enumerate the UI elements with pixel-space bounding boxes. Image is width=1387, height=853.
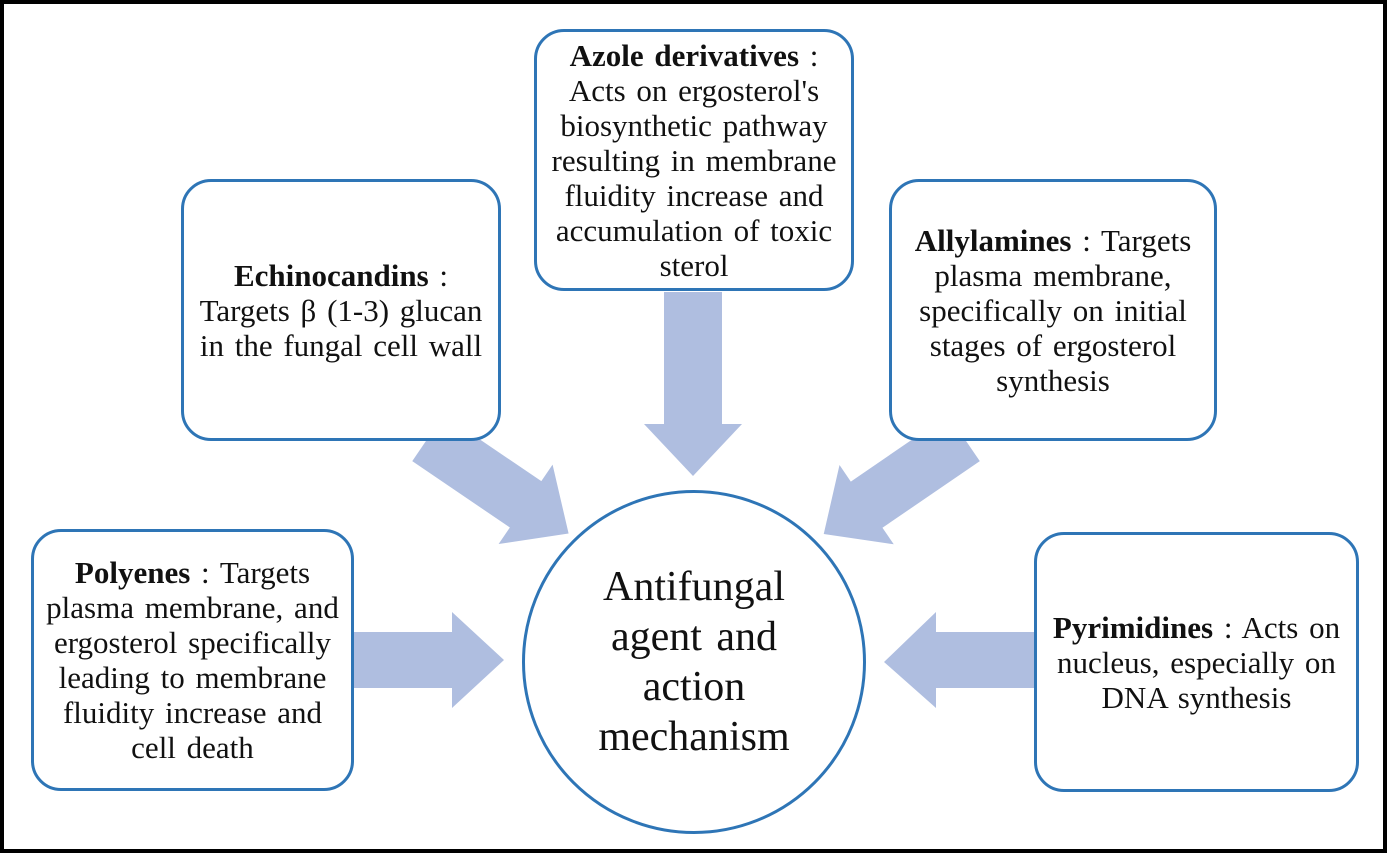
text-line: plasma membrane,	[934, 257, 1172, 293]
box-title-line: Echinocandins :	[190, 258, 492, 293]
box-title: Azole derivatives	[569, 37, 800, 73]
arrow-from-pyrimidines	[884, 612, 1034, 708]
box-title-line: Polyenes : Targets	[40, 555, 345, 590]
text-line: mechanism	[598, 714, 790, 760]
text-line: ergosterol specifically	[53, 625, 332, 660]
box-text: Allylamines : Targets plasma membrane,sp…	[892, 223, 1214, 398]
text-line: action	[642, 664, 746, 710]
arrows-layer	[354, 292, 1034, 708]
text-line: plasma membrane, and	[46, 590, 339, 625]
text-line: Targets β (1-3) glucan	[199, 292, 483, 328]
box-text: Pyrimidines : Acts on nucleus, especiall…	[1037, 610, 1356, 715]
box-pyrimidines: Pyrimidines : Acts on nucleus, especiall…	[1034, 532, 1359, 792]
box-title-line: Azole derivatives :	[543, 38, 845, 73]
arrow-from-polyenes	[354, 612, 504, 708]
text-line: DNA synthesis	[1101, 679, 1292, 715]
box-title-rest: :	[428, 257, 449, 293]
box-title-line: Pyrimidines : Acts on	[1043, 610, 1350, 645]
text-line: Antifungal	[603, 564, 785, 610]
text-line: leading to membrane	[58, 660, 327, 695]
text-line: synthesis	[996, 362, 1110, 398]
box-title: Polyenes	[74, 555, 191, 590]
text-line: specifically on initial	[919, 292, 1187, 328]
box-title: Allylamines	[914, 222, 1072, 258]
box-azole-derivatives: Azole derivatives : Acts on ergosterol's…	[534, 29, 854, 291]
arrow-from-echinocandins	[412, 414, 569, 545]
text-line: cell death	[131, 730, 254, 765]
box-title-rest: : Targets	[1071, 222, 1192, 258]
text-line: fluidity increase and	[564, 177, 824, 213]
text-line: in the fungal cell wall	[199, 327, 483, 363]
text-line: stages of ergosterol	[929, 327, 1177, 363]
text-line: sterol	[659, 247, 729, 283]
box-title: Echinocandins	[233, 257, 429, 293]
box-allylamines: Allylamines : Targets plasma membrane,sp…	[889, 179, 1217, 441]
box-text: Azole derivatives : Acts on ergosterol's…	[537, 38, 851, 283]
arrow-from-azole-derivatives	[644, 292, 742, 476]
text-line: resulting in membrane	[551, 142, 837, 178]
text-line: fluidity increase and	[62, 695, 323, 730]
arrow-from-allylamines	[823, 414, 980, 545]
text-line: biosynthetic pathway	[560, 107, 828, 143]
box-title-rest: :	[799, 37, 819, 73]
text-line: accumulation of toxic	[555, 212, 833, 248]
text-line: agent and	[610, 614, 778, 660]
text-line: nucleus, especially on	[1057, 644, 1336, 680]
box-title-rest: : Acts on	[1213, 609, 1341, 645]
box-title: Pyrimidines	[1052, 609, 1214, 645]
box-title-rest: : Targets	[190, 555, 311, 590]
box-title-line: Allylamines : Targets	[898, 223, 1208, 258]
text-line: Acts on ergosterol's	[568, 72, 820, 108]
